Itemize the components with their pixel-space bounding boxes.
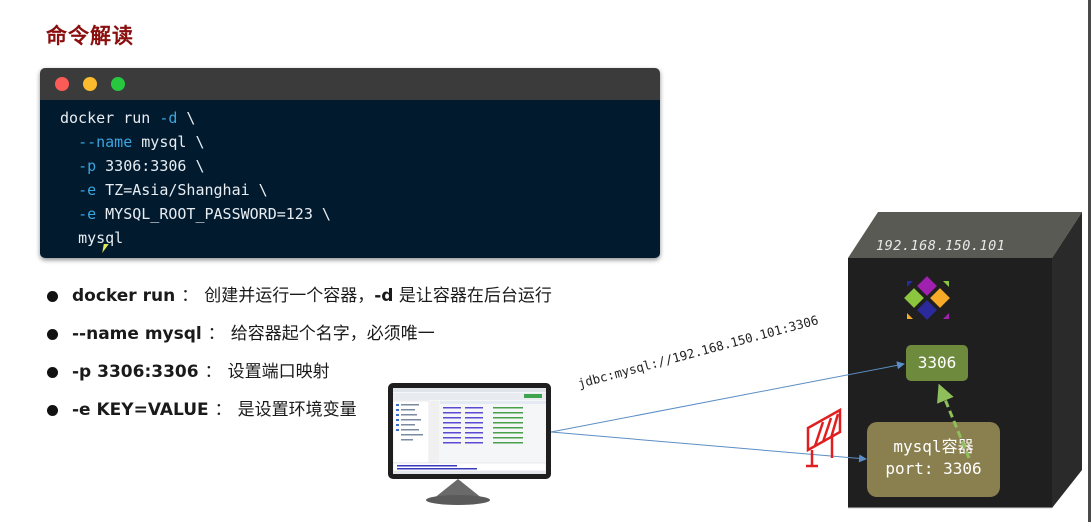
list-item: --name mysql：给容器起个名字，必须唯一 [46, 320, 552, 358]
list-item: -e KEY=VALUE：是设置环境变量 [46, 396, 552, 434]
monitor-stand [433, 479, 483, 499]
list-item: -p 3306:3306：设置端口映射 [46, 358, 552, 396]
jdbc-connection-arrow [550, 361, 905, 433]
explanation-list: docker run：创建并运行一个容器，-d 是让容器在后台运行 --name… [46, 282, 552, 434]
terminal-titlebar [40, 68, 660, 100]
terminal-window: docker run -d \ --name mysql \ -p 3306:3… [40, 68, 660, 258]
maximize-window-dot-icon[interactable] [111, 77, 125, 91]
code-line: -e MYSQL_ROOT_PASSWORD=123 \ [78, 205, 331, 223]
code-line: --name mysql \ [78, 133, 205, 151]
client-window-mock [393, 388, 546, 474]
close-window-dot-icon[interactable] [55, 77, 69, 91]
barrier-icon [806, 407, 842, 468]
mysql-container-box: mysql容器 port: 3306 [867, 422, 1000, 497]
minimize-window-dot-icon[interactable] [83, 77, 97, 91]
code-line: -p 3306:3306 \ [78, 157, 205, 175]
code-line: docker run -d \ [60, 109, 196, 127]
port-mapping-arrow [937, 383, 971, 459]
monitor-base [426, 495, 490, 505]
list-item: docker run：创建并运行一个容器，-d 是让容器在后台运行 [46, 282, 552, 320]
container-port: port: 3306 [885, 459, 982, 478]
right-border [1088, 0, 1091, 522]
server-ip-label: 192.168.150.101 [876, 238, 1006, 254]
client-monitor-icon [388, 383, 551, 479]
host-port-box: 3306 [906, 345, 968, 381]
terminal-body: docker run -d \ --name mysql \ -p 3306:3… [40, 100, 660, 258]
page-title: 命令解读 [46, 24, 134, 48]
code-line: -e TZ=Asia/Shanghai \ [78, 181, 268, 199]
code-line: mysql [78, 229, 124, 247]
database-client-screenshot [393, 388, 546, 474]
container-name: mysql容器 [893, 437, 974, 456]
blocked-connection-arrow [550, 431, 867, 463]
